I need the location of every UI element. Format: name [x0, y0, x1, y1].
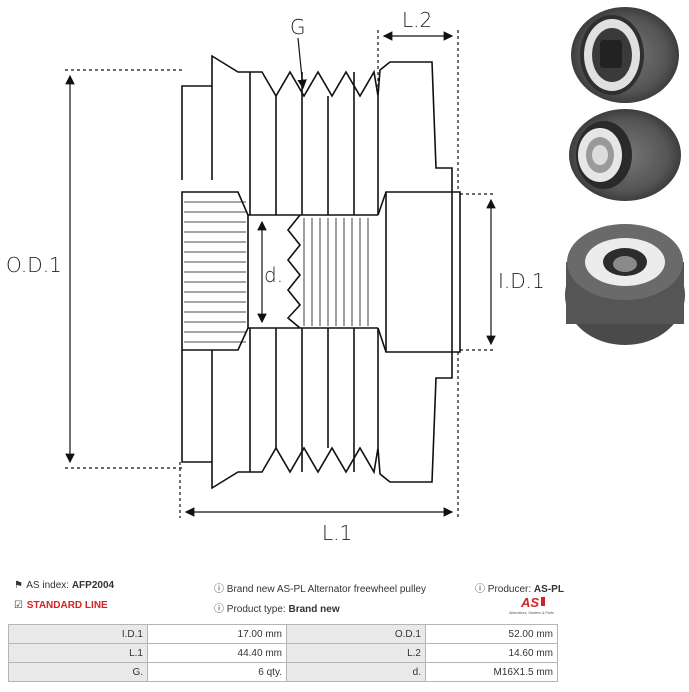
product-type-value: Brand new: [288, 604, 340, 615]
as-index-value: AFP2004: [71, 580, 115, 591]
table-row: I.D.1 17.00 mm O.D.1 52.00 mm: [8, 624, 558, 644]
as-index-label: AS index:: [26, 580, 70, 591]
thread-hatching: [303, 218, 369, 326]
description-row: ⓘ Brand new AS-PL Alternator freewheel p…: [214, 580, 426, 595]
tag-icon: ⚑: [14, 580, 23, 591]
od1-label: O.D.1: [6, 253, 62, 277]
photo-pulley-angled: [565, 224, 685, 345]
producer-value: AS-PL: [533, 584, 564, 595]
photo-pulley-front: [569, 109, 681, 201]
spec-value: 17.00 mm: [147, 624, 287, 644]
spec-key: L.2: [286, 643, 426, 663]
spec-value: M16X1.5 mm: [425, 662, 558, 682]
info-icon: ⓘ: [214, 584, 224, 595]
svg-text:AS: AS: [520, 595, 539, 610]
specifications-table: I.D.1 17.00 mm O.D.1 52.00 mm L.1 44.40 …: [8, 624, 558, 682]
producer-row: ⓘ Producer: AS-PL: [475, 580, 564, 595]
spec-value: 6 qty.: [147, 662, 287, 682]
l1-label: L.1: [322, 521, 352, 545]
description-text: Brand new AS-PL Alternator freewheel pul…: [226, 584, 426, 595]
spec-key: O.D.1: [286, 624, 426, 644]
photo-pulley-side: [571, 7, 679, 103]
d-label: d.: [264, 263, 283, 287]
spec-key: L.1: [8, 643, 148, 663]
g-label: G: [290, 15, 306, 39]
table-row: L.1 44.40 mm L.2 14.60 mm: [8, 643, 558, 663]
id1-label: I.D.1: [498, 269, 545, 293]
checkbox-icon: ☑: [14, 600, 23, 611]
spec-key: d.: [286, 662, 426, 682]
table-row: G. 6 qty. d. M16X1.5 mm: [8, 662, 558, 682]
product-type-row: ⓘ Product type: Brand new: [214, 600, 340, 615]
svg-text:Alternators, Starters & Parts: Alternators, Starters & Parts: [509, 611, 554, 615]
spec-key: G.: [8, 662, 148, 682]
dimension-lines: [65, 30, 496, 518]
as-index-row: ⚑ AS index: AFP2004: [14, 580, 114, 591]
info-icon: ⓘ: [475, 584, 485, 595]
l2-label: L.2: [402, 8, 432, 32]
as-pl-logo: AS Alternators, Starters & Parts: [509, 595, 554, 615]
pulley-technical-drawing: G L.2 O.D.1 I.D.1 d. L.1: [6, 7, 685, 545]
spline-hatching: [184, 201, 246, 343]
spec-key: I.D.1: [8, 624, 148, 644]
standard-line-row: ☑ STANDARD LINE: [14, 600, 108, 611]
standard-line-label: STANDARD LINE: [26, 600, 108, 611]
info-icon: ⓘ: [214, 604, 224, 615]
pulley-outline: [181, 54, 461, 490]
spec-value: 14.60 mm: [425, 643, 558, 663]
spec-value: 52.00 mm: [425, 624, 558, 644]
spec-value: 44.40 mm: [147, 643, 287, 663]
product-type-label: Product type:: [226, 604, 286, 615]
producer-label: Producer:: [487, 584, 532, 595]
